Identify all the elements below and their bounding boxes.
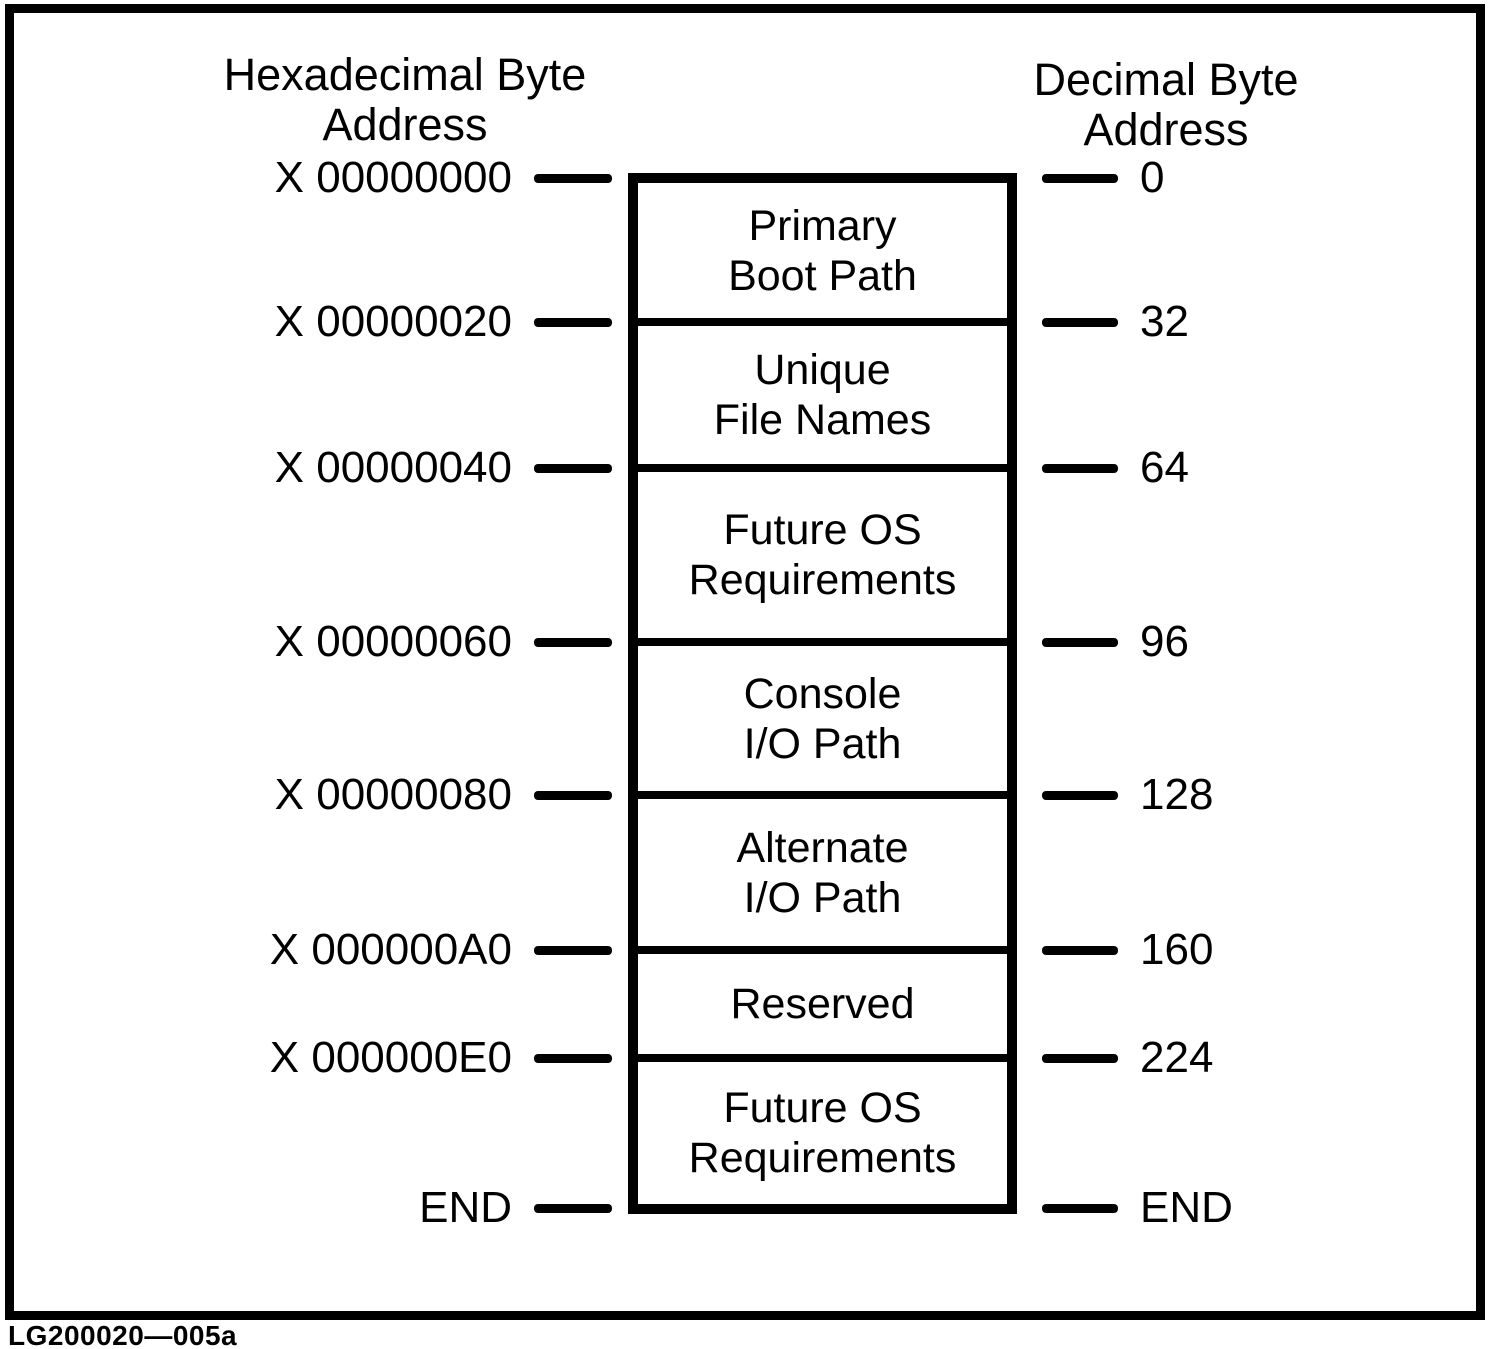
hex-axis-title-line2: Address	[322, 99, 488, 150]
right-tick	[1042, 464, 1118, 473]
region-divider	[638, 946, 1007, 954]
region-divider	[638, 1054, 1007, 1062]
dec-address-label: 32	[1140, 297, 1189, 346]
dec-address-label: 64	[1140, 443, 1189, 492]
hex-address-label: X 00000040	[274, 443, 512, 492]
right-tick	[1042, 1054, 1118, 1063]
region-label-line1: Primary	[748, 201, 897, 250]
hex-address-label: X 00000060	[274, 617, 512, 666]
region-label-line1: Alternate	[736, 823, 909, 872]
right-tick	[1042, 946, 1118, 955]
region-label-line2: File Names	[713, 396, 932, 444]
hex-axis-title: Hexadecimal Byte Address	[185, 50, 625, 150]
hex-address-label: END	[419, 1183, 512, 1232]
dec-axis-title-line2: Address	[1083, 104, 1249, 155]
left-tick	[534, 1204, 612, 1213]
hex-address-label: X 00000080	[274, 770, 512, 819]
left-tick	[534, 174, 612, 183]
region-label-line1: Console	[743, 669, 902, 718]
hex-address-label: X 000000E0	[269, 1033, 512, 1082]
hex-axis-title-line1: Hexadecimal Byte	[223, 49, 587, 100]
region-divider	[638, 318, 1007, 326]
right-tick	[1042, 791, 1118, 800]
dec-address-label: 160	[1140, 925, 1214, 974]
region-label-line1: Future OS	[723, 506, 922, 554]
region-label-line2: I/O Path	[743, 873, 902, 922]
region-divider	[638, 464, 1007, 472]
region-future-os-requirements-1: Future OS Requirements	[638, 472, 1007, 638]
left-tick	[534, 638, 612, 647]
region-primary-boot-path: Primary Boot Path	[638, 183, 1007, 318]
left-tick	[534, 791, 612, 800]
left-tick	[534, 1054, 612, 1063]
dec-address-label: 0	[1140, 153, 1165, 202]
region-alternate-io-path: Alternate I/O Path	[638, 799, 1007, 946]
left-tick	[534, 946, 612, 955]
memory-map-box	[628, 173, 1017, 1214]
figure-border	[5, 4, 1485, 1320]
region-label-line2: Boot Path	[728, 251, 917, 300]
dec-axis-title: Decimal Byte Address	[966, 55, 1366, 155]
region-unique-file-names: Unique File Names	[638, 326, 1007, 464]
right-tick	[1042, 1204, 1118, 1213]
region-reserved: Reserved	[638, 954, 1007, 1054]
region-console-io-path: Console I/O Path	[638, 646, 1007, 791]
region-divider	[638, 638, 1007, 646]
region-divider	[638, 791, 1007, 799]
region-label-line2: Requirements	[688, 556, 957, 604]
region-future-os-requirements-2: Future OS Requirements	[638, 1062, 1007, 1203]
figure-caption: LG200020—005a	[8, 1320, 238, 1349]
left-tick	[534, 318, 612, 327]
dec-address-label: 96	[1140, 617, 1189, 666]
hex-address-label: X 00000000	[274, 153, 512, 202]
right-tick	[1042, 638, 1118, 647]
region-label-line1: Unique	[754, 346, 891, 394]
right-tick	[1042, 318, 1118, 327]
region-label-line2: Requirements	[688, 1133, 957, 1182]
hex-address-label: X 000000A0	[269, 925, 512, 974]
dec-address-label: 224	[1140, 1033, 1214, 1082]
right-tick	[1042, 174, 1118, 183]
dec-address-label: 128	[1140, 770, 1214, 819]
region-label-line1: Reserved	[730, 980, 915, 1028]
hex-address-label: X 00000020	[274, 297, 512, 346]
left-tick	[534, 464, 612, 473]
region-label-line2: I/O Path	[743, 719, 902, 768]
region-label-line1: Future OS	[723, 1083, 922, 1132]
dec-address-label: END	[1140, 1183, 1233, 1232]
dec-axis-title-line1: Decimal Byte	[1033, 54, 1299, 105]
